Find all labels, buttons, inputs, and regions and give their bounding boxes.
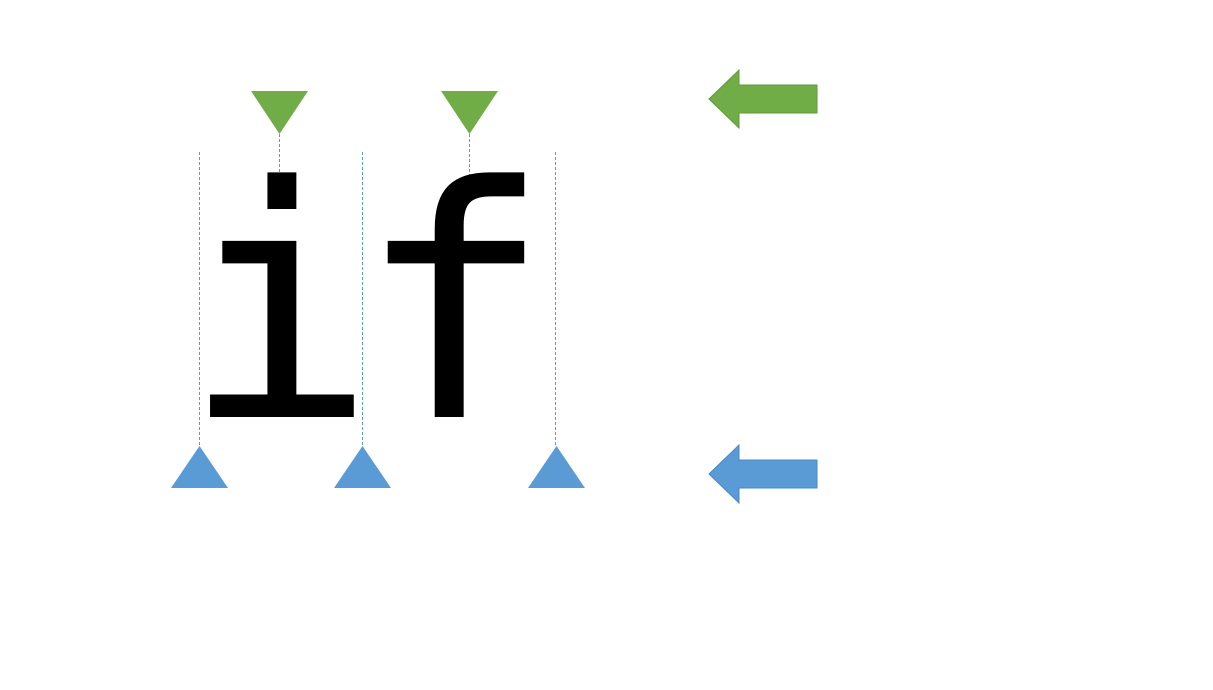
green-triangle-marker-f: [441, 91, 498, 134]
bottom-markers: [171, 446, 585, 488]
cell-boundary-guides: [199, 152, 556, 446]
green-arrow-icon: [708, 68, 818, 130]
green-triangle-marker-i: [251, 91, 308, 134]
blue-triangle-marker-left: [171, 446, 228, 488]
glyph-i: i: [182, 118, 376, 493]
glyph-f: f: [357, 118, 551, 493]
glyph-center-guides: [279, 134, 470, 184]
top-markers: [251, 91, 498, 134]
blue-triangle-marker-right: [528, 446, 585, 488]
blue-arrow-icon: [708, 443, 818, 505]
blue-triangle-marker-middle: [334, 446, 391, 488]
